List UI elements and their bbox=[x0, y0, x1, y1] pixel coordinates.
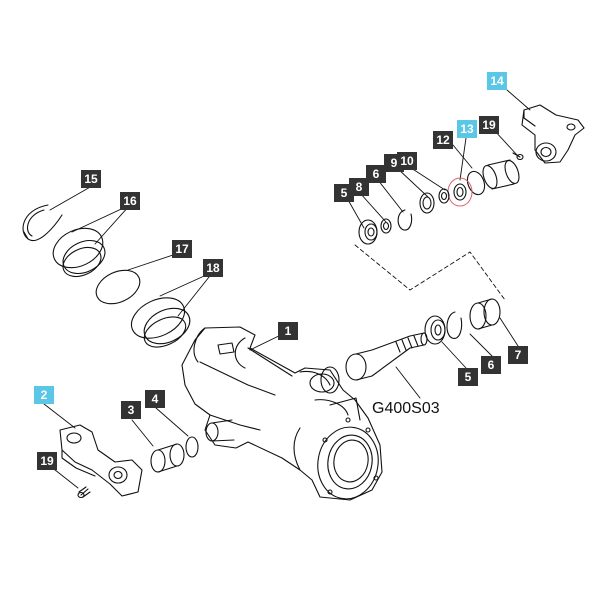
o-ring-4 bbox=[185, 436, 199, 458]
washer-10 bbox=[438, 188, 450, 204]
callout-18[interactable]: 18 bbox=[203, 259, 223, 277]
callout-1[interactable]: 1 bbox=[278, 322, 298, 340]
callout-15[interactable]: 15 bbox=[81, 170, 101, 188]
pivot-bracket-2 bbox=[59, 424, 143, 497]
bearing-5-lower bbox=[424, 315, 446, 345]
callout-19-lower[interactable]: 19 bbox=[37, 452, 57, 470]
callout-5-upper[interactable]: 5 bbox=[334, 184, 354, 202]
callout-16[interactable]: 16 bbox=[120, 192, 140, 210]
leader-lines bbox=[43, 89, 531, 489]
dashed-connector bbox=[354, 244, 506, 301]
pin-19-upper bbox=[512, 152, 524, 161]
axle-housing-1 bbox=[181, 326, 383, 501]
rings-16 bbox=[52, 227, 106, 278]
circlip-15 bbox=[22, 204, 63, 242]
o-ring-13 bbox=[466, 170, 486, 196]
callout-4[interactable]: 4 bbox=[145, 390, 165, 408]
pivot-bracket-14 bbox=[521, 104, 585, 164]
callout-6[interactable]: 6 bbox=[481, 356, 501, 374]
seal-8 bbox=[380, 218, 392, 234]
bushing-3 bbox=[150, 443, 185, 473]
callout-5[interactable]: 5 bbox=[458, 368, 478, 386]
ring-17 bbox=[95, 269, 141, 305]
callout-6-upper[interactable]: 6 bbox=[366, 165, 386, 183]
callout-17[interactable]: 17 bbox=[172, 240, 192, 258]
bearing-5-upper bbox=[358, 219, 378, 245]
callout-7[interactable]: 7 bbox=[508, 346, 528, 364]
callout-2[interactable]: 2 bbox=[34, 386, 54, 404]
rings-18 bbox=[130, 297, 191, 348]
pin-19-lower bbox=[77, 486, 91, 499]
callout-10[interactable]: 10 bbox=[397, 152, 417, 170]
bearing-9 bbox=[419, 192, 435, 214]
snap-ring-6-lower bbox=[446, 311, 463, 339]
callout-12[interactable]: 12 bbox=[433, 131, 453, 149]
callout-19-upper[interactable]: 19 bbox=[479, 116, 499, 134]
callout-3[interactable]: 3 bbox=[121, 401, 141, 419]
bearing-highlight bbox=[447, 177, 473, 207]
diagram-code: G400S03 bbox=[372, 400, 440, 417]
callout-8[interactable]: 8 bbox=[349, 178, 369, 196]
bushing-7-lower bbox=[469, 298, 501, 330]
bevel-pinion-shaft bbox=[345, 332, 428, 381]
bushing-12 bbox=[482, 159, 520, 190]
snap-ring-6-upper bbox=[397, 209, 413, 231]
callout-14[interactable]: 14 bbox=[487, 72, 507, 90]
callout-13[interactable]: 13 bbox=[457, 120, 477, 138]
